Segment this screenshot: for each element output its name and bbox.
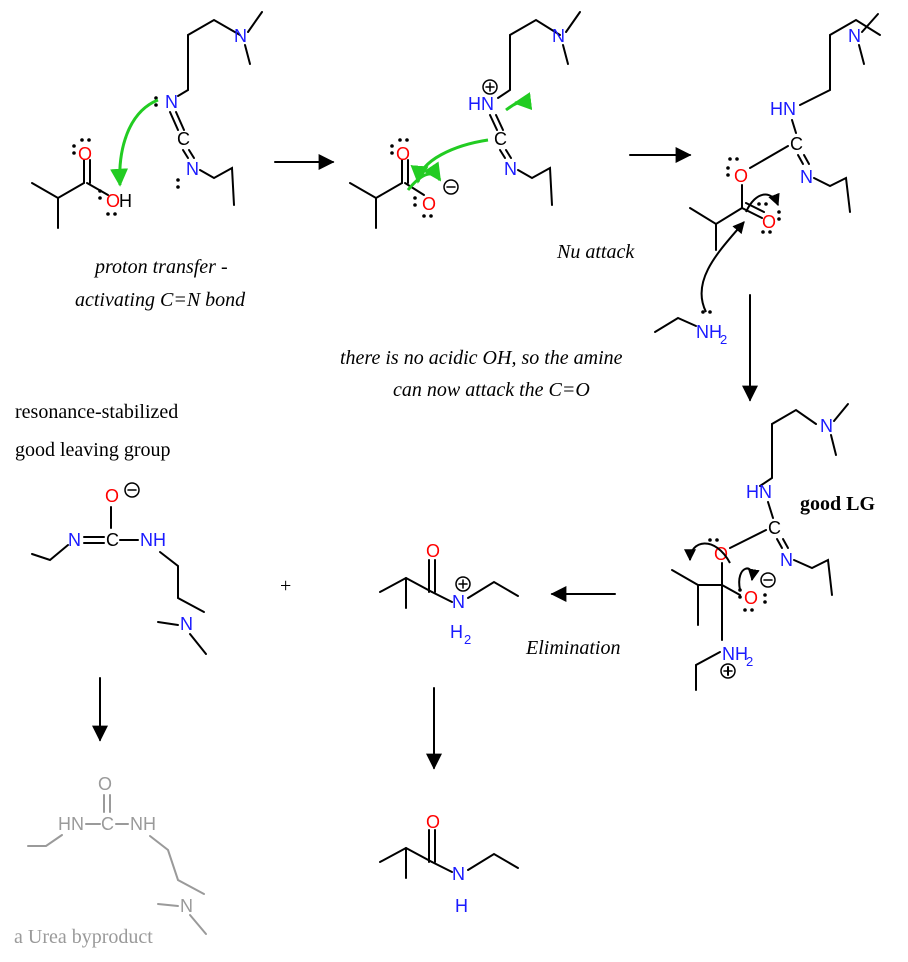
caption-proton-transfer: proton transfer - — [93, 256, 228, 278]
atom-o: O — [426, 812, 440, 832]
atom-n: N — [165, 92, 178, 112]
caption-resonance-1: resonance-stabilized — [15, 401, 178, 423]
atom-h: H — [119, 191, 132, 211]
atom-oh: O — [106, 191, 120, 211]
atom-n-amine: N — [234, 26, 247, 46]
atom-nh2: NH — [696, 322, 722, 342]
atom-o: O — [98, 774, 112, 794]
carboxylate-pair: O O HN N C N — [349, 11, 581, 229]
carbodiimide-1: N N C N — [110, 11, 263, 206]
atom-c: C — [768, 518, 781, 538]
atom-n-amine: N — [552, 26, 565, 46]
atom-o-carbonyl: O — [762, 212, 776, 232]
atom-hn: HN — [746, 482, 772, 502]
atom-o-minus: O — [422, 194, 436, 214]
atom-n-amine: N — [820, 416, 833, 436]
atom-nh: NH — [140, 530, 166, 550]
atom-h: H — [455, 896, 468, 916]
atom-hn: HN — [770, 99, 796, 119]
protonated-amide: O N H 2 — [379, 541, 519, 647]
atom-n-amine: N — [848, 26, 861, 46]
atom-n2: N — [186, 159, 199, 179]
isourea-anion: O C N NH N — [31, 482, 207, 655]
atom-o: O — [78, 144, 92, 164]
carboxylic-acid: O O H — [31, 138, 132, 229]
atom-n: N — [68, 530, 81, 550]
atom-c: C — [101, 814, 114, 834]
label-good-lg: good LG — [800, 493, 875, 515]
o-acylisourea: HN N C N O O — [689, 13, 881, 251]
caption-elimination: Elimination — [525, 637, 620, 659]
caption-resonance-2: good leaving group — [15, 439, 171, 461]
atom-c: C — [106, 530, 119, 550]
plus-sign: + — [280, 575, 291, 597]
atom-nh2-plus: NH — [722, 644, 748, 664]
atom-o: O — [396, 144, 410, 164]
tetrahedral-intermediate: N HN good LG C N O O NH 2 — [671, 403, 875, 691]
atom-c: C — [177, 129, 190, 149]
caption-activating: activating C=N bond — [75, 289, 246, 311]
urea-byproduct: O C HN NH N — [27, 774, 207, 935]
atom-h2: H — [450, 622, 463, 642]
atom-o-ester: O — [734, 166, 748, 186]
atom-n: N — [452, 864, 465, 884]
atom-n2: N — [780, 550, 793, 570]
atom-o-minus: O — [105, 486, 119, 506]
caption-note-line1: there is no acidic OH, so the amine — [340, 347, 623, 369]
atom-nh: NH — [130, 814, 156, 834]
atom-o-minus: O — [744, 588, 758, 608]
subscript-2: 2 — [464, 632, 471, 647]
atom-n2: N — [800, 167, 813, 187]
atom-c: C — [494, 129, 507, 149]
ethylamine-nucleophile: NH 2 — [654, 221, 745, 347]
subscript-2: 2 — [720, 332, 727, 347]
subscript-2: 2 — [746, 654, 753, 669]
atom-hn: HN — [58, 814, 84, 834]
caption-urea: a Urea byproduct — [14, 926, 153, 948]
caption-note-line2: can now attack the C=O — [393, 379, 590, 401]
atom-n-amine: N — [180, 614, 193, 634]
amide-product: O N H — [379, 812, 519, 916]
caption-nu-attack: Nu attack — [556, 241, 635, 263]
atom-n2: N — [504, 159, 517, 179]
atom-hn-plus: HN — [468, 94, 494, 114]
atom-o: O — [426, 541, 440, 561]
atom-n-plus: N — [452, 592, 465, 612]
atom-c: C — [790, 134, 803, 154]
atom-n-amine: N — [180, 896, 193, 916]
